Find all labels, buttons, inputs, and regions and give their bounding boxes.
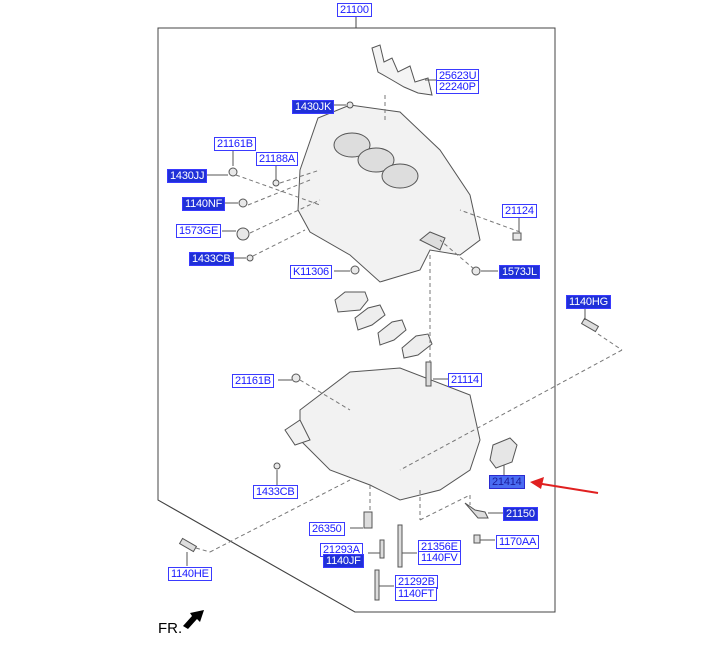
lower-block <box>284 367 481 501</box>
diagram-frame <box>157 27 556 613</box>
part-label-1140HE[interactable]: 1140HE <box>168 567 212 581</box>
sensor-21150-shape <box>464 502 489 519</box>
part-label-25623U[interactable]: 25623U <box>436 69 480 83</box>
part-label-1573GE[interactable]: 1573GE <box>176 224 222 238</box>
bolt-21356E-shape <box>397 524 403 568</box>
part-label-1140FT[interactable]: 1140FT <box>395 587 437 601</box>
part-label-21188A[interactable]: 21188A <box>256 152 298 166</box>
part-label-1433CB[interactable]: 1433CB <box>189 252 234 266</box>
part-label-1140HG[interactable]: 1140HG <box>566 295 611 309</box>
part-label-21414[interactable]: 21414 <box>489 475 525 489</box>
part-label-1430JJ[interactable]: 1430JJ <box>167 169 208 183</box>
part-label-21124[interactable]: 21124 <box>502 204 537 218</box>
bolt-21114-shape <box>425 361 432 387</box>
plug-26350-shape <box>363 511 373 529</box>
part-label-21356E[interactable]: 21356E <box>418 540 461 554</box>
part-label-21161B-lower[interactable]: 21161B <box>232 374 274 388</box>
bolt-1170AA-shape <box>473 534 481 544</box>
part-label-1140NF[interactable]: 1140NF <box>182 197 226 211</box>
part-label-1573JL[interactable]: 1573JL <box>499 265 540 279</box>
bolt-1140HG-shape <box>580 317 600 333</box>
cover-plate-shape <box>489 437 518 469</box>
gasket-shape <box>371 44 433 96</box>
front-orientation-label: FR. <box>158 620 183 637</box>
bearing-caps <box>334 291 433 359</box>
part-label-K11306[interactable]: K11306 <box>290 265 332 279</box>
part-label-1170AA[interactable]: 1170AA <box>496 535 540 549</box>
bolt-1140HE-shape <box>178 537 198 553</box>
part-label-1433CB-lower[interactable]: 1433CB <box>253 485 298 499</box>
part-label-1140FV[interactable]: 1140FV <box>418 551 461 565</box>
part-label-1430JK[interactable]: 1430JK <box>292 100 335 114</box>
part-label-21100[interactable]: 21100 <box>337 3 372 17</box>
pointer-arrow-head <box>530 477 544 489</box>
part-label-21114[interactable]: 21114 <box>448 373 482 387</box>
part-label-21161B[interactable]: 21161B <box>214 137 256 151</box>
front-direction-icon <box>183 610 204 629</box>
part-label-22240P[interactable]: 22240P <box>436 80 479 94</box>
upper-block <box>297 104 481 283</box>
pointer-arrow-line <box>535 482 599 494</box>
bolt-21292B-shape <box>374 569 380 601</box>
part-label-21150[interactable]: 21150 <box>503 507 538 521</box>
part-label-26350[interactable]: 26350 <box>309 522 345 536</box>
bolt-21293A-shape <box>379 539 385 559</box>
part-label-21292B[interactable]: 21292B <box>395 575 438 589</box>
part-label-1140JF[interactable]: 1140JF <box>323 554 364 568</box>
